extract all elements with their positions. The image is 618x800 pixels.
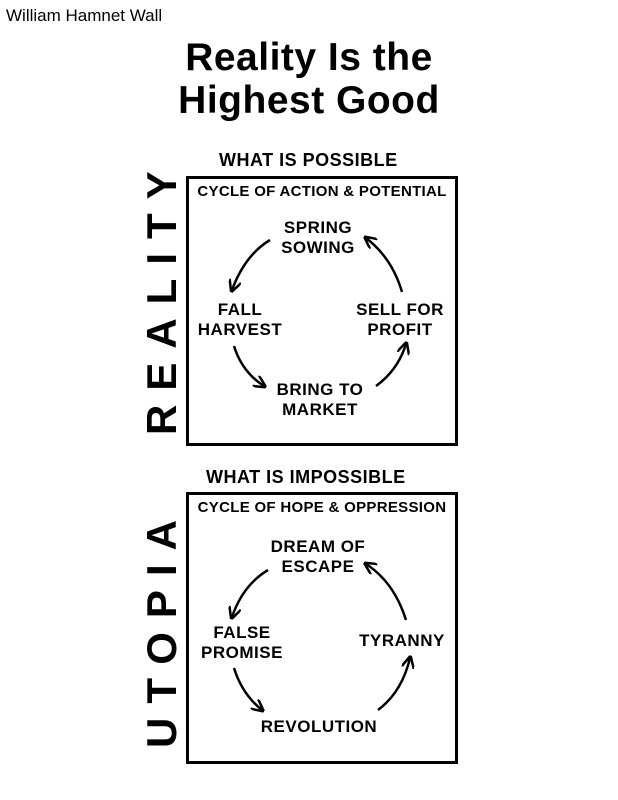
reality-box-title: CYCLE OF ACTION & POTENTIAL — [197, 183, 447, 200]
reality-node-bottom-line-1: BRING TO — [276, 380, 364, 399]
reality-node-left-line-2: HARVEST — [197, 320, 283, 339]
utopia-node-top-line-1: DREAM OF — [270, 537, 366, 556]
reality-node-right: SELL FOR PROFIT — [348, 300, 452, 340]
utopia-cycle-box: CYCLE OF HOPE & OPPRESSION — [186, 492, 458, 764]
utopia-node-left-line-2: PROMISE — [201, 643, 283, 662]
utopia-section-label: WHAT IS IMPOSSIBLE — [206, 467, 406, 487]
utopia-node-right: TYRANNY — [352, 631, 452, 651]
reality-node-bottom-line-2: MARKET — [282, 400, 358, 419]
utopia-arrow-left-to-bottom — [232, 667, 262, 710]
title-line-2: Highest Good — [178, 79, 440, 122]
utopia-arrow-bottom-to-right — [377, 658, 410, 711]
utopia-node-left: FALSE PROMISE — [192, 623, 292, 663]
reality-node-left-line-1: FALL — [217, 300, 263, 319]
reality-arrow-top-to-left — [232, 238, 271, 290]
author-name: William Hamnet Wall — [6, 6, 163, 25]
page-title: Reality Is the Highest Good — [0, 36, 618, 122]
reality-arrow-right-to-top — [366, 238, 404, 293]
title-line-1: Reality Is the — [185, 36, 433, 79]
utopia-node-left-line-1: FALSE — [213, 623, 271, 642]
reality-node-left: FALL HARVEST — [192, 300, 288, 340]
utopia-arrow-top-to-left — [232, 568, 269, 617]
utopia-node-bottom-line-1: REVOLUTION — [260, 717, 378, 736]
reality-node-top-line-1: SPRING — [283, 218, 353, 237]
reality-node-right-line-1: SELL FOR — [356, 300, 444, 319]
utopia-node-right-line-1: TYRANNY — [359, 631, 445, 650]
reality-section-label: WHAT IS POSSIBLE — [219, 150, 398, 170]
reality-node-right-line-2: PROFIT — [367, 320, 433, 339]
utopia-node-top-line-2: ESCAPE — [281, 557, 355, 576]
utopia-node-top: DREAM OF ESCAPE — [262, 537, 374, 577]
reality-cycle-box: CYCLE OF ACTION & POTENTIAL — [186, 176, 458, 446]
reality-node-bottom: BRING TO MARKET — [268, 380, 372, 420]
utopia-box-title: CYCLE OF HOPE & OPPRESSION — [197, 499, 447, 516]
reality-arrow-left-to-bottom — [232, 345, 264, 386]
reality-arrow-bottom-to-right — [375, 344, 406, 388]
utopia-arrow-right-to-top — [366, 564, 408, 621]
reality-node-top: SPRING SOWING — [268, 218, 368, 258]
utopia-node-bottom: REVOLUTION — [254, 717, 384, 737]
reality-node-top-line-2: SOWING — [281, 238, 355, 257]
